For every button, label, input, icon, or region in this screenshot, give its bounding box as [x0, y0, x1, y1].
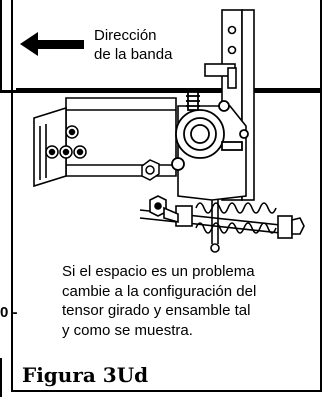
- instruction-line: tensor girado y ensamble tal: [62, 302, 251, 319]
- left-frame-line-lower: [0, 358, 2, 397]
- side-page-marker: 0 -: [0, 304, 18, 321]
- direction-arrow-icon: [20, 32, 84, 56]
- direction-label: Dirección de la banda: [94, 26, 214, 64]
- housing-bolts: [45, 125, 87, 159]
- instruction-line: cambie a la configuración del: [62, 282, 257, 300]
- bearing-pulley: [171, 91, 249, 171]
- figure-title: Figura 3Ud: [22, 363, 149, 387]
- instruction-line: y como se muestra.: [62, 321, 193, 339]
- belt-line-stub: [0, 90, 16, 93]
- direction-label-line1: Dirección: [94, 27, 157, 44]
- adjusting-rod: [149, 195, 220, 253]
- instruction-text: Si el espacio es un problema cambie a la…: [62, 262, 302, 340]
- hex-nut: [141, 159, 160, 181]
- left-frame-line: [0, 0, 2, 90]
- instruction-line: Si el espacio es un problema: [62, 263, 255, 280]
- belt-line: [16, 88, 322, 93]
- motor-housing: [33, 97, 177, 188]
- figure-panel: [11, 0, 322, 392]
- direction-label-line2: de la banda: [94, 46, 173, 63]
